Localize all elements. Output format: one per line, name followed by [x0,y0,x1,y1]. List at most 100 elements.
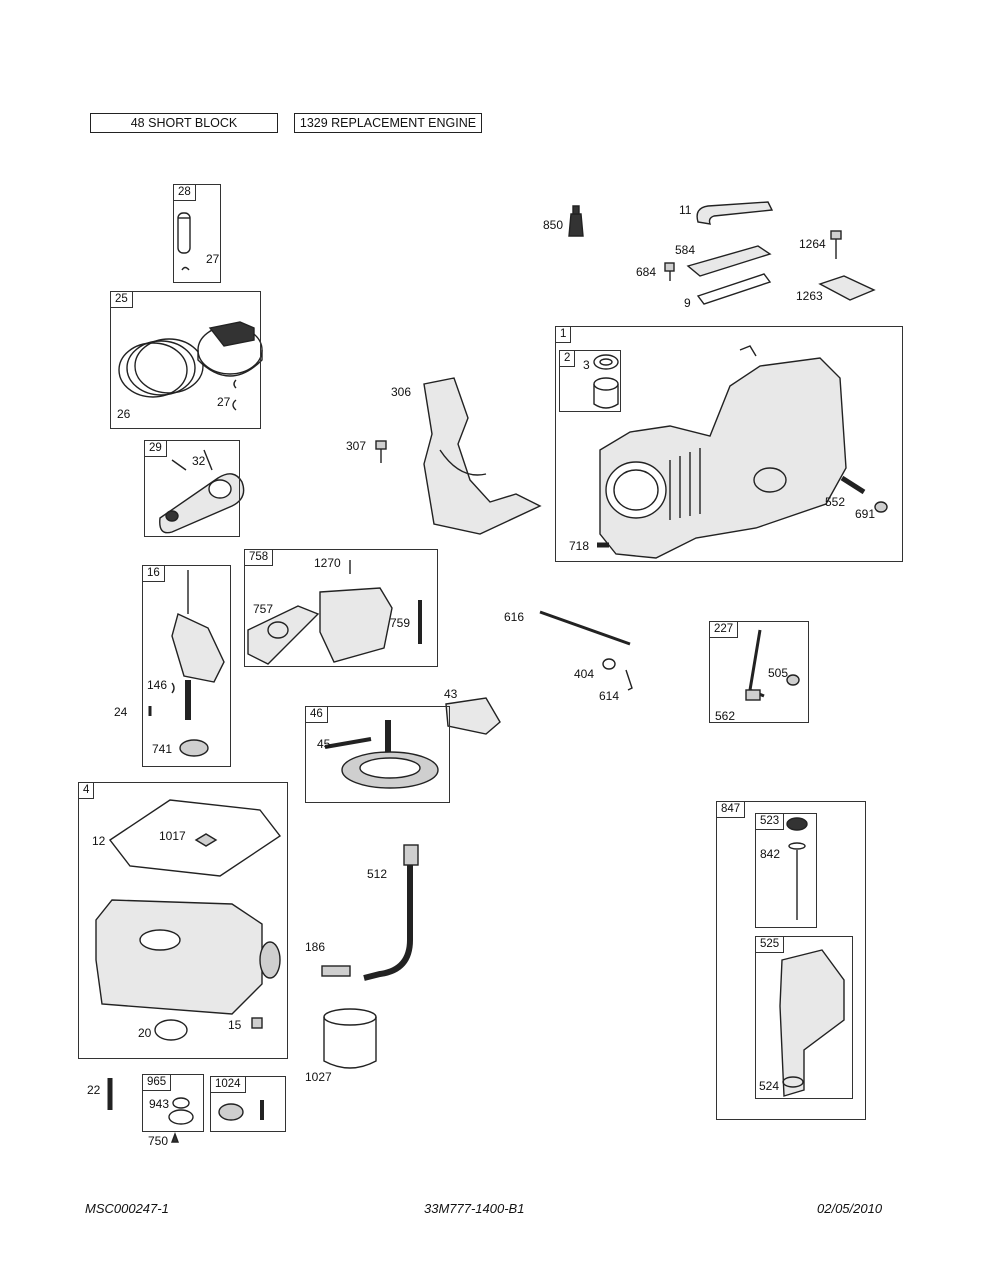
group-1-box: 1 [555,326,903,562]
connecting-rod-drawing [159,449,245,534]
hairpin-clip-icon [625,669,633,691]
part-label: 718 [569,539,590,553]
replacement-engine-label: 1329 REPLACEMENT ENGINE [294,113,482,133]
group-1024-box: 1024 [210,1076,286,1132]
part-label: 9 [684,296,691,310]
air-guide-drawing [423,377,542,535]
retaining-clip-icon [232,399,237,411]
seal-1017-icon [194,833,218,847]
part-label: 27 [217,395,231,409]
key-146-icon [171,682,175,694]
group-525-box: 525 [755,936,853,1099]
part-label: 684 [636,265,657,279]
part-label: 750 [148,1134,169,1148]
part-label: 43 [444,687,458,701]
group-523-box: 523 [755,813,817,928]
part-label: 11 [679,203,692,217]
group-1-tag: 1 [555,326,572,343]
part-label: 1017 [159,829,186,843]
sump-drawing [95,899,281,1015]
bolt-684-icon [664,262,675,281]
footer-document-id: MSC000247-1 [85,1201,169,1216]
oil-filter-drawing [323,1008,377,1069]
dipstick-tube-drawing [363,860,413,981]
dipstick-drawing [786,817,808,920]
plate-1263-drawing [818,275,876,301]
part-label: 306 [391,385,412,399]
camshaft-drawing [324,720,439,789]
part-label: 24 [114,705,128,719]
group-16-tag: 16 [142,565,165,582]
group-523-tag: 523 [755,813,785,830]
part-label: 759 [390,616,411,630]
group-758-box: 758 [244,549,438,667]
part-label: 12 [92,834,106,848]
part-label: 307 [346,439,367,453]
oil-seal-icon [154,1019,188,1041]
group-46-tag: 46 [305,706,328,723]
bolt-750-icon [170,1132,180,1143]
part-label: 616 [504,610,525,624]
group-25-box: 25 [110,291,261,429]
part-label: 27 [206,252,220,266]
group-25-tag: 25 [110,291,133,308]
group-29-tag: 29 [144,440,167,457]
plug-15-icon [251,1017,263,1029]
part-label: 614 [599,689,620,703]
washer-404-icon [602,658,616,670]
part-label: 842 [760,847,781,861]
o-ring-524-icon [782,1076,804,1088]
pin-552-icon [840,475,866,495]
group-4-tag: 4 [78,782,95,799]
part-label: 15 [228,1018,242,1032]
governor-lever-drawing [745,629,800,701]
part-label: 691 [855,507,876,521]
group-227-box: 227 [709,621,809,723]
breather-gasket-drawing [696,273,772,305]
fitting-186-icon [321,965,351,977]
group-28-box: 28 [173,184,221,283]
part-label: 404 [574,667,595,681]
group-29-box: 29 [144,440,240,537]
group-525-tag: 525 [755,936,785,953]
group-227-tag: 227 [709,621,739,638]
group-46-box: 46 [305,706,450,803]
bolt-1264-icon [830,230,842,259]
group-758-tag: 758 [244,549,274,566]
bushing-drawing [593,354,619,409]
sealant-bottle-icon [568,205,584,237]
piston-drawing [197,321,263,389]
group-847-box: 847 [716,801,866,1120]
part-label: 1264 [799,237,826,251]
footer-part-number: 33M777-1400-B1 [424,1201,525,1216]
part-label: 32 [192,454,206,468]
part-label: 562 [715,709,736,723]
part-label: 943 [149,1097,170,1111]
part-label: 524 [759,1079,780,1093]
group-965-box: 965 [142,1074,204,1132]
part-label: 20 [138,1026,152,1040]
nut-691-icon [874,501,888,513]
group-847-tag: 847 [716,801,746,818]
o-ring-943-icon [172,1097,190,1109]
kit-1024-drawing [218,1100,264,1121]
ring-965-icon [168,1109,194,1125]
group-2-box: 2 [559,350,621,412]
group-28-tag: 28 [173,184,196,201]
part-label: 22 [87,1083,101,1097]
part-label: 26 [117,407,131,421]
piston-pin-drawing [177,212,191,271]
part-label: 1270 [314,556,341,570]
part-label: 757 [253,602,274,616]
part-label: 552 [825,495,846,509]
governor-assembly-drawing [247,560,422,665]
part-label: 741 [152,742,173,756]
short-block-label: 48 SHORT BLOCK [90,113,278,133]
governor-shaft-drawing [539,610,631,646]
part-label: 1263 [796,289,823,303]
part-label: 45 [317,737,331,751]
footer-date: 02/05/2010 [817,1201,883,1216]
group-1024-tag: 1024 [210,1076,246,1093]
part-label: 1027 [305,1070,332,1084]
